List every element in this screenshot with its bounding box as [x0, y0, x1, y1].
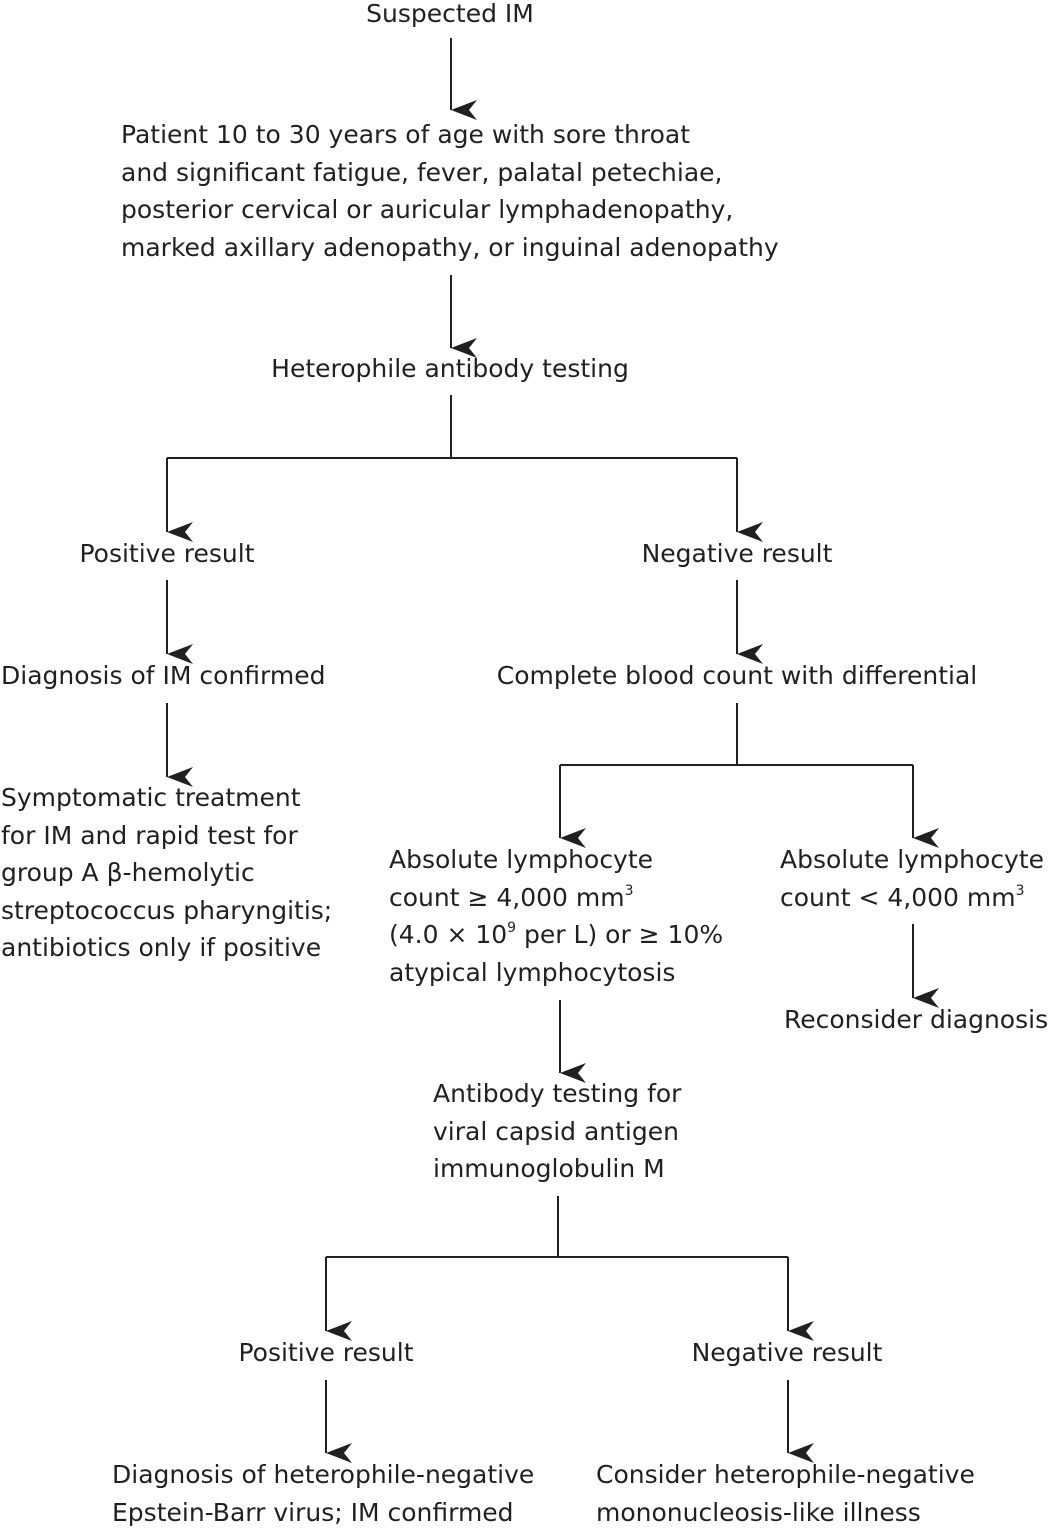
- node-text: atypical lymphocytosis: [389, 957, 676, 987]
- node-negative-result-1: Negative result: [587, 535, 887, 573]
- superscript: 9: [507, 920, 517, 936]
- node-consider-mononucleosis-like: Consider heterophile-negative mononucleo…: [596, 1456, 975, 1529]
- node-text: Patient 10 to 30 years of age with sore …: [121, 120, 691, 149]
- node-negative-result-2: Negative result: [637, 1334, 937, 1372]
- node-text: mononucleosis-like illness: [596, 1497, 921, 1527]
- node-text: Negative result: [691, 1338, 883, 1367]
- node-text: viral capsid antigen: [433, 1116, 679, 1146]
- node-text: Absolute lymphocyte: [389, 845, 654, 874]
- text-run: count < 4,000 mm: [780, 882, 1016, 912]
- node-complete-blood-count: Complete blood count with differential: [467, 657, 1007, 695]
- node-text: marked axillary adenopathy, or inguinal …: [121, 232, 779, 262]
- node-absolute-lymphocyte-low: Absolute lymphocyte count < 4,000 mm3: [780, 841, 1044, 916]
- node-absolute-lymphocyte-high: Absolute lymphocyte count ≥ 4,000 mm3 (4…: [389, 841, 723, 991]
- superscript: 3: [1015, 882, 1025, 899]
- node-text: count ≥ 4,000 mm3: [389, 879, 723, 917]
- node-text: Antibody testing for: [433, 1079, 682, 1108]
- text-run: (4.0 × 10: [389, 920, 508, 949]
- node-text: Reconsider diagnosis: [784, 1005, 1048, 1034]
- node-text: Positive result: [79, 539, 255, 568]
- node-antibody-testing-vca: Antibody testing for viral capsid antige…: [433, 1075, 681, 1188]
- node-text: Suspected IM: [366, 0, 534, 28]
- node-text: Heterophile antibody testing: [271, 354, 629, 383]
- node-text: Diagnosis of heterophile-negative: [112, 1460, 535, 1489]
- node-text: group A β-hemolytic: [1, 858, 255, 887]
- node-text: immunoglobulin M: [433, 1154, 665, 1183]
- node-suspected-im: Suspected IM: [300, 0, 600, 33]
- node-text: antibiotics only if positive: [1, 933, 322, 962]
- node-text: Negative result: [641, 539, 833, 568]
- superscript: 3: [624, 882, 634, 899]
- node-text: Symptomatic treatment: [1, 783, 301, 812]
- node-text: streptococcus pharyngitis;: [1, 895, 333, 925]
- node-text: for IM and rapid test for: [1, 820, 298, 850]
- node-symptomatic-treatment: Symptomatic treatment for IM and rapid t…: [1, 779, 332, 967]
- node-diagnosis-im-confirmed: Diagnosis of IM confirmed: [1, 657, 325, 695]
- node-positive-result-2: Positive result: [176, 1334, 476, 1372]
- node-text: Epstein-Barr virus; IM confirmed: [112, 1497, 514, 1527]
- node-reconsider-diagnosis: Reconsider diagnosis: [784, 1001, 1048, 1039]
- node-diagnosis-ebv: Diagnosis of heterophile-negative Epstei…: [112, 1456, 534, 1529]
- node-text: and significant fatigue, fever, palatal …: [121, 157, 723, 187]
- node-text: count < 4,000 mm3: [780, 879, 1044, 917]
- node-positive-result-1: Positive result: [17, 535, 317, 573]
- node-text: Positive result: [238, 1338, 414, 1367]
- text-run: count ≥ 4,000 mm: [389, 882, 625, 912]
- node-text: Absolute lymphocyte: [780, 845, 1045, 874]
- node-patient-criteria: Patient 10 to 30 years of age with sore …: [121, 116, 779, 266]
- node-text: (4.0 × 109 per L) or ≥ 10%: [389, 916, 723, 954]
- text-run: per L) or ≥ 10%: [516, 920, 724, 949]
- node-text: posterior cervical or auricular lymphade…: [121, 195, 734, 224]
- node-text: Diagnosis of IM confirmed: [1, 661, 326, 690]
- node-text: Consider heterophile-negative: [596, 1460, 975, 1489]
- node-heterophile-testing: Heterophile antibody testing: [250, 350, 650, 388]
- node-text: Complete blood count with differential: [496, 661, 978, 690]
